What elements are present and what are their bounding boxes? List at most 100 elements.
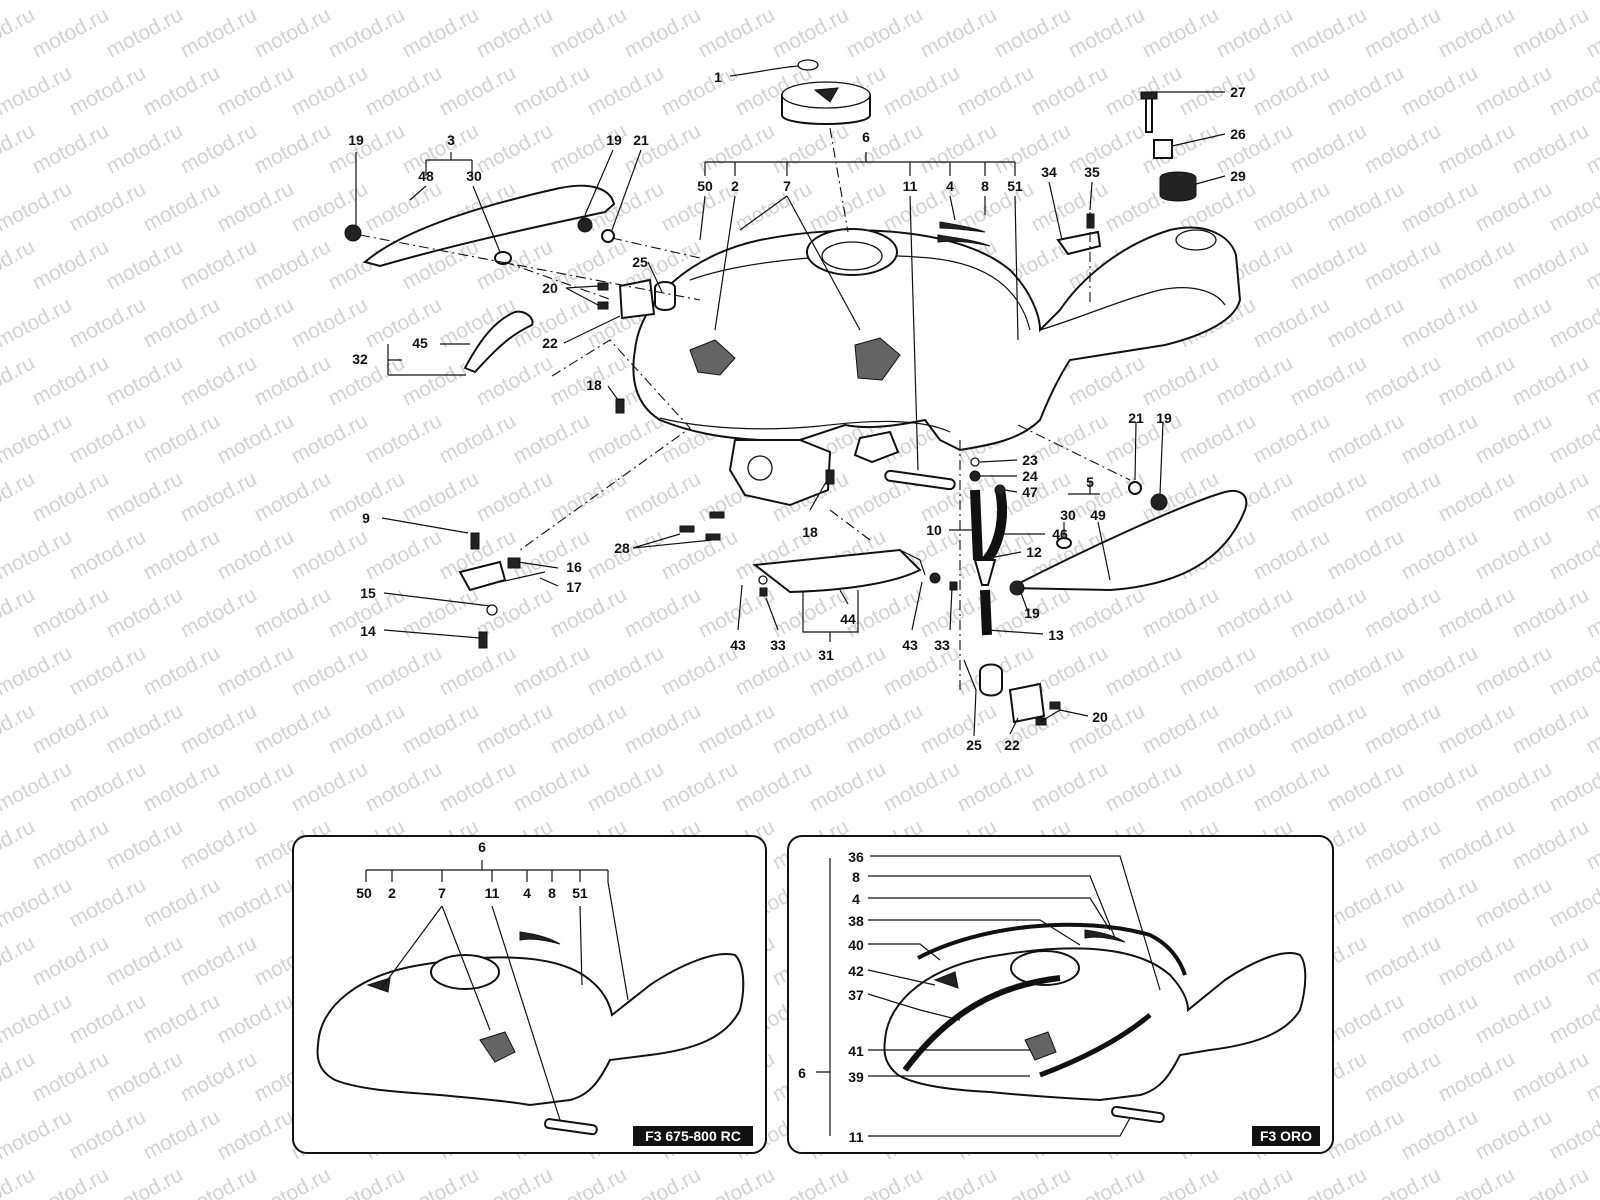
- watermark-text: motod.ru: [695, 119, 779, 178]
- grommet-19-left: [344, 224, 362, 242]
- callout-19: 19: [1024, 605, 1040, 621]
- watermark-text: motod.ru: [1028, 757, 1112, 816]
- watermark-text: motod.ru: [362, 525, 446, 584]
- watermark-text: motod.ru: [1324, 61, 1408, 120]
- watermark-text: motod.ru: [140, 61, 224, 120]
- watermark-text: motod.ru: [1250, 0, 1334, 4]
- callout-26: 26: [1230, 126, 1246, 142]
- callout-18: 18: [586, 377, 602, 393]
- watermark-text: motod.ru: [880, 0, 964, 4]
- watermark-text: motod.ru: [177, 119, 261, 178]
- callout-6: 6: [478, 839, 486, 855]
- callout-15: 15: [360, 585, 376, 601]
- watermark-text: motod.ru: [288, 61, 372, 120]
- callout-2: 2: [731, 178, 739, 194]
- watermark-text: motod.ru: [1546, 525, 1600, 584]
- watermark-text: motod.ru: [621, 119, 705, 178]
- callout-7: 7: [783, 178, 791, 194]
- watermark-text: motod.ru: [177, 235, 261, 294]
- callout-40: 40: [848, 937, 864, 953]
- callout-4: 4: [946, 178, 954, 194]
- hinge-bracket: [458, 560, 507, 592]
- callout-45: 45: [412, 335, 428, 351]
- hose-46: [981, 489, 1008, 566]
- watermark-text: motod.ru: [103, 931, 187, 990]
- watermark-text: motod.ru: [1139, 699, 1223, 758]
- watermark-text: motod.ru: [399, 699, 483, 758]
- y-connector-12: [973, 559, 997, 586]
- watermark-text: motod.ru: [214, 293, 298, 352]
- watermark-text: motod.ru: [1472, 757, 1556, 816]
- watermark-text: motod.ru: [510, 409, 594, 468]
- watermark-text: motod.ru: [325, 699, 409, 758]
- watermark-text: motod.ru: [214, 0, 298, 4]
- watermark-text: motod.ru: [991, 119, 1075, 178]
- tray-bracket: [899, 549, 926, 576]
- watermark-text: motod.ru: [1065, 3, 1149, 62]
- grommet-19-right: [1150, 493, 1168, 511]
- watermark-text: motod.ru: [288, 0, 372, 4]
- watermark-text: motod.ru: [66, 177, 150, 236]
- callout-3: 3: [447, 132, 455, 148]
- watermark-text: motod.ru: [1546, 757, 1600, 816]
- callout-24: 24: [1022, 468, 1038, 484]
- watermark-text: motod.ru: [1287, 467, 1371, 526]
- watermark-text: motod.ru: [0, 1047, 39, 1106]
- watermark-text: motod.ru: [103, 3, 187, 62]
- watermark-text: motod.ru: [251, 1163, 335, 1200]
- watermark-text: motod.ru: [1176, 757, 1260, 816]
- callout-5: 5: [1086, 474, 1094, 490]
- watermark-text: motod.ru: [547, 583, 631, 642]
- watermark-text: motod.ru: [1324, 1105, 1408, 1164]
- watermark-text: motod.ru: [103, 235, 187, 294]
- watermark-text: motod.ru: [0, 61, 76, 120]
- watermark-text: motod.ru: [436, 0, 520, 4]
- watermark-text: motod.ru: [362, 61, 446, 120]
- watermark-text: motod.ru: [547, 235, 631, 294]
- watermark-text: motod.ru: [806, 757, 890, 816]
- watermark-text: motod.ru: [1102, 757, 1186, 816]
- watermark-text: motod.ru: [103, 699, 187, 758]
- nut-21: [601, 229, 615, 243]
- watermark-text: motod.ru: [732, 757, 816, 816]
- mv-logo-decal-side: [854, 337, 901, 381]
- watermark-text: motod.ru: [1139, 351, 1223, 410]
- watermark-text: motod.ru: [1361, 699, 1445, 758]
- callout-35: 35: [1084, 164, 1100, 180]
- callout-19: 19: [606, 132, 622, 148]
- watermark-text: motod.ru: [140, 0, 224, 4]
- watermark-text: motod.ru: [1435, 467, 1519, 526]
- watermark-text: motod.ru: [547, 699, 631, 758]
- watermark-text: motod.ru: [1361, 119, 1445, 178]
- screw-9: [470, 532, 480, 550]
- watermark-text: motod.ru: [1250, 61, 1334, 120]
- watermark-text: motod.ru: [1287, 583, 1371, 642]
- watermark-text: motod.ru: [0, 989, 76, 1048]
- watermark-text: motod.ru: [177, 815, 261, 874]
- watermark-text: motod.ru: [66, 757, 150, 816]
- watermark-text: motod.ru: [695, 1163, 779, 1200]
- watermark-text: motod.ru: [399, 1163, 483, 1200]
- bushing-30-left: [494, 251, 512, 265]
- watermark-text: motod.ru: [1435, 119, 1519, 178]
- watermark-text: motod.ru: [29, 699, 113, 758]
- stripe-decal-mid: [939, 221, 986, 233]
- watermark-text: motod.ru: [399, 583, 483, 642]
- watermark-text: motod.ru: [1361, 815, 1445, 874]
- watermark-text: motod.ru: [621, 1163, 705, 1200]
- watermark-text: motod.ru: [1250, 293, 1334, 352]
- callout-30: 30: [1060, 507, 1076, 523]
- watermark-text: motod.ru: [658, 641, 742, 700]
- screw-20-b: [597, 301, 609, 310]
- screw-20-a: [597, 282, 609, 291]
- watermark-text: motod.ru: [547, 1163, 631, 1200]
- watermark-text: motod.ru: [29, 1047, 113, 1106]
- inset-rc-logo: [479, 1031, 516, 1063]
- watermark-text: motod.ru: [1472, 61, 1556, 120]
- watermark-text: motod.ru: [1398, 61, 1482, 120]
- watermark-text: motod.ru: [695, 3, 779, 62]
- rod-17: [499, 571, 546, 583]
- watermark-text: motod.ru: [66, 0, 150, 4]
- watermark-text: motod.ru: [1398, 0, 1482, 4]
